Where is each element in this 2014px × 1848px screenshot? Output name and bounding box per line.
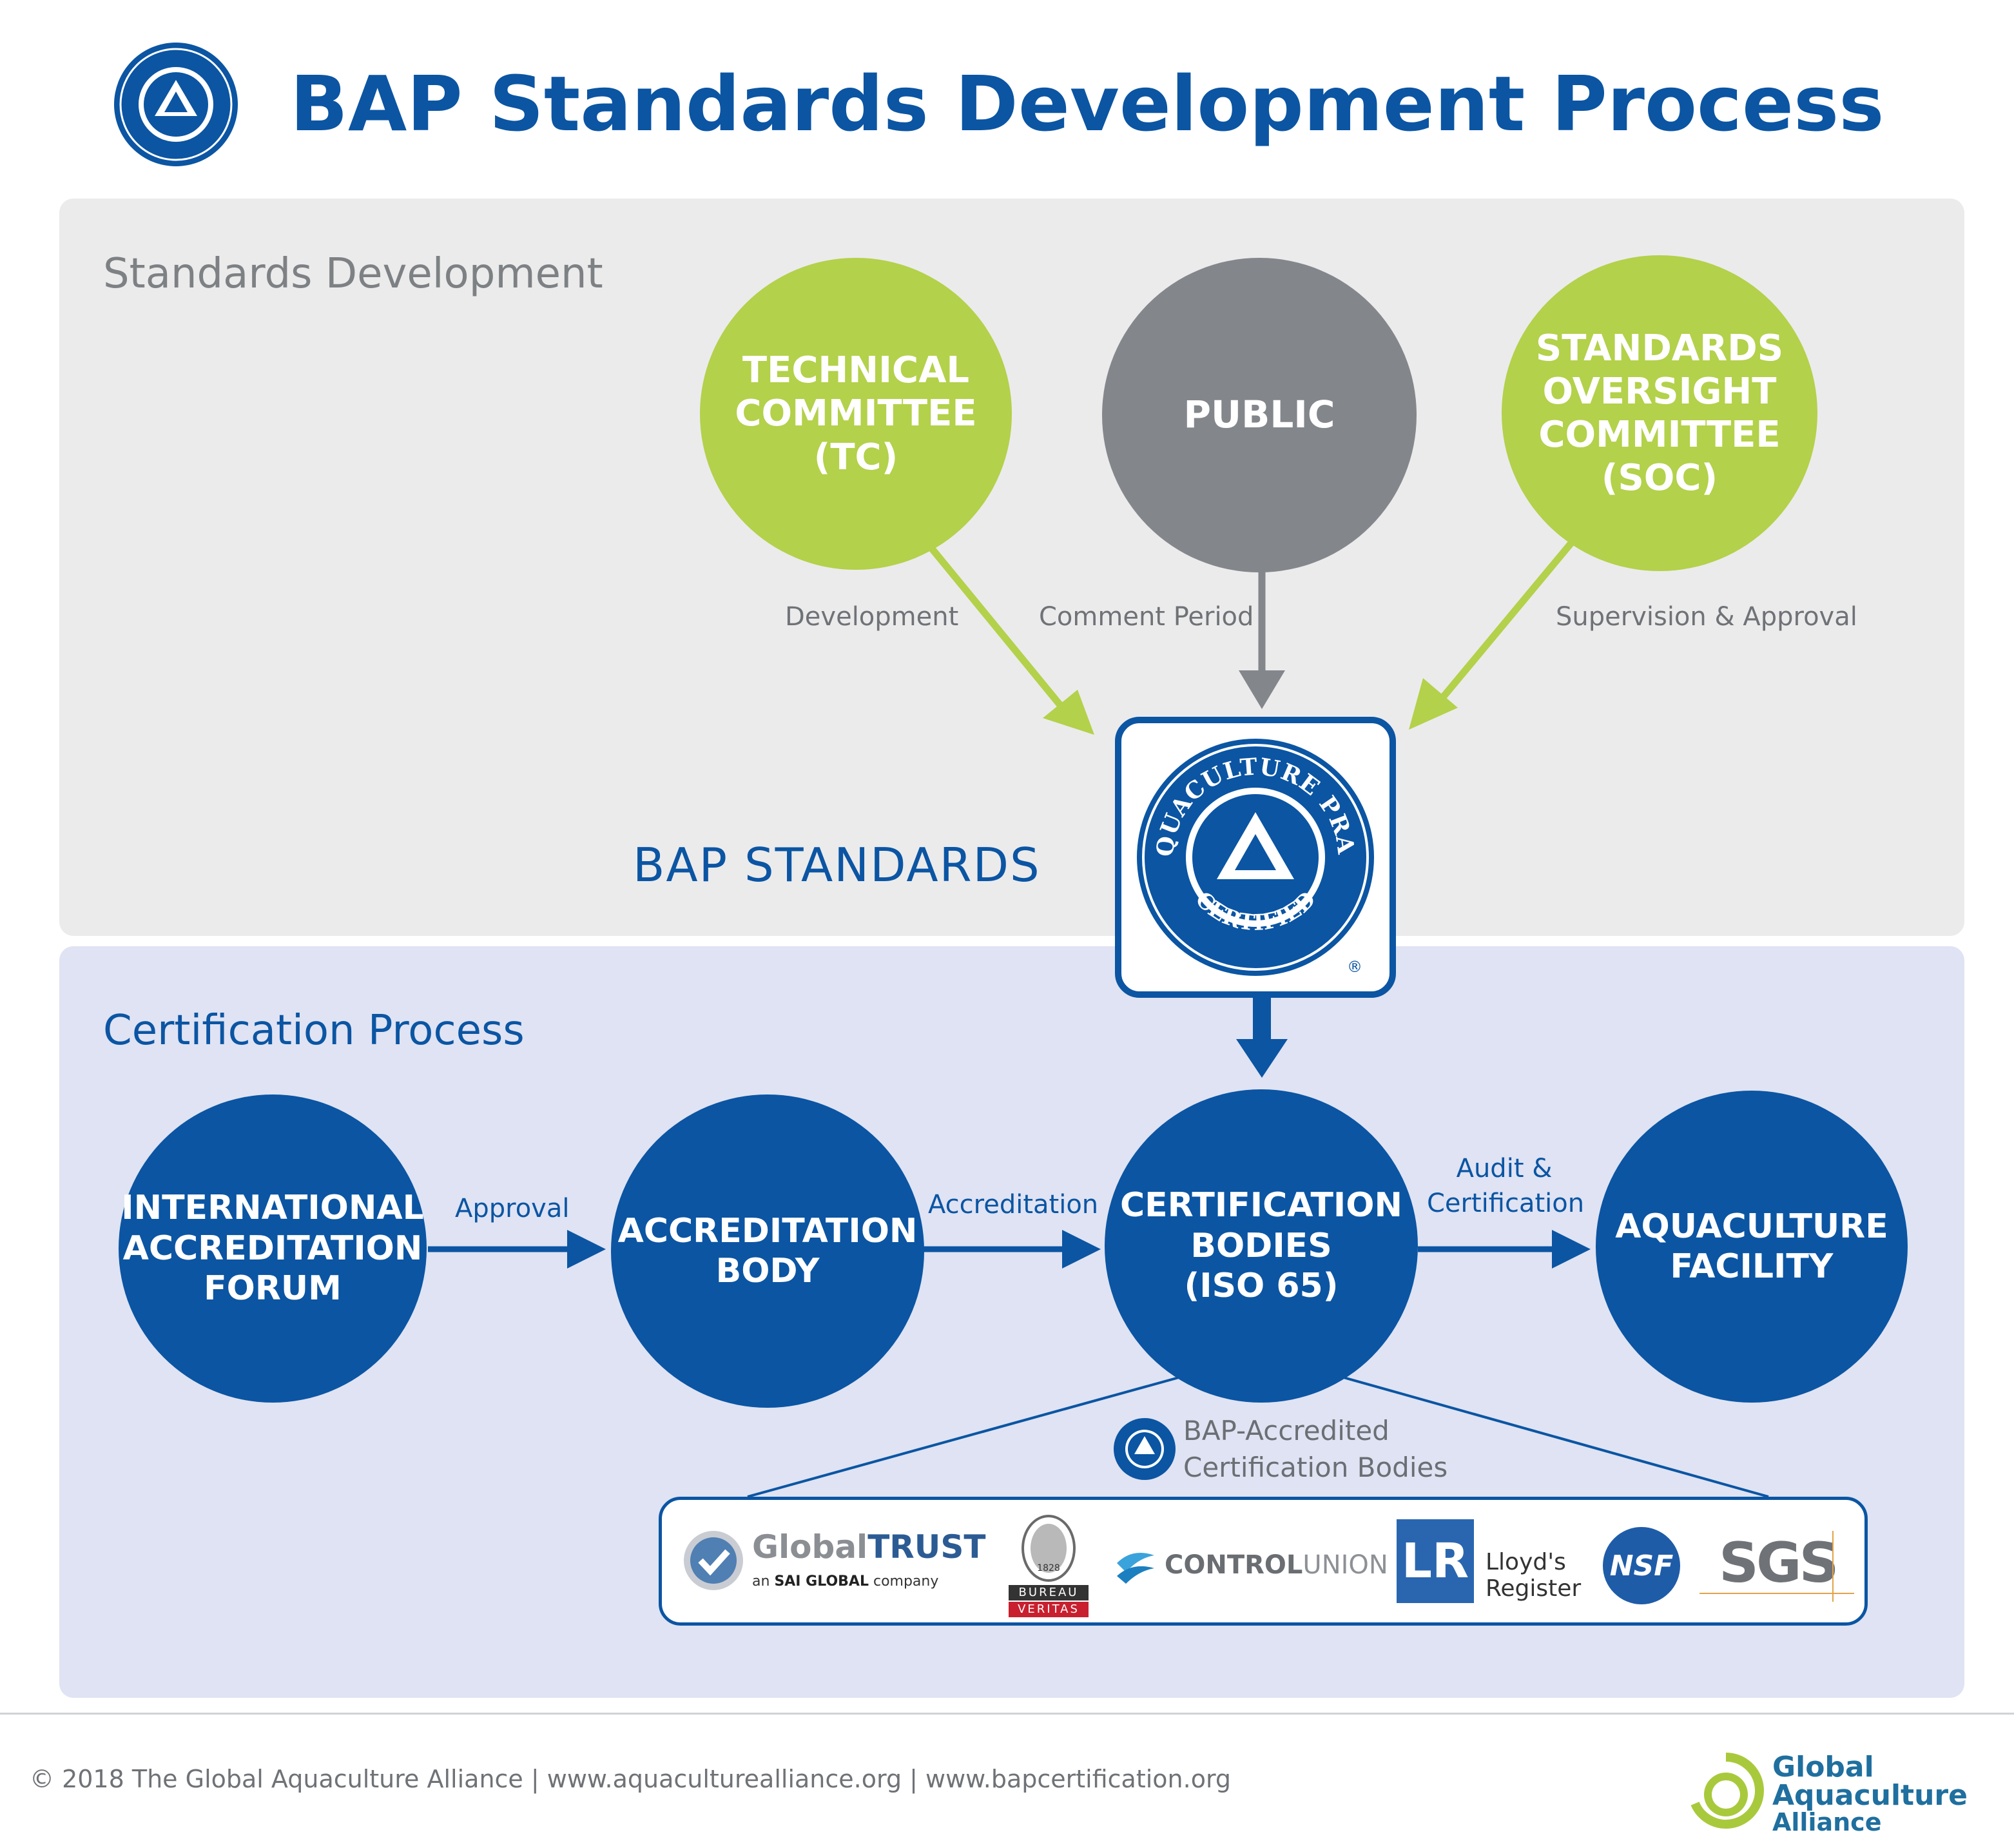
public-node: PUBLIC — [1102, 258, 1417, 572]
edge-standards-to-cb — [1236, 998, 1288, 1078]
svg-text:1828: 1828 — [1037, 1563, 1060, 1573]
bap-logo-header-icon — [114, 43, 238, 166]
standards-development-heading: Standards Development — [103, 250, 603, 298]
control-union-wave-icon — [1117, 1553, 1154, 1584]
certification-process-heading: Certification Process — [103, 1007, 525, 1055]
bap-standards-box: BEST AQUACULTURE PRACTICES CERTIFIED ® — [1115, 717, 1396, 998]
edge-development — [928, 545, 1094, 735]
bureau-veritas-emblem-icon: 1828 — [1022, 1515, 1076, 1582]
lloyds-register-logo: LR Lloyd's Register — [1397, 1519, 1581, 1616]
svg-text:®: ® — [1347, 958, 1362, 976]
bap-small-seal-icon — [1114, 1418, 1176, 1480]
edge-accreditation — [922, 1230, 1101, 1269]
aquaculture-facility-node: AQUACULTURE FACILITY — [1596, 1091, 1908, 1403]
edge-label-approval: Approval — [455, 1194, 570, 1223]
edge-label-supervision: Supervision & Approval — [1556, 602, 1857, 632]
sgs-logo: SGS — [1699, 1531, 1854, 1602]
certification-bodies-logo-strip: GlobalTRUST an SAI GLOBAL company 1828 B… — [659, 1497, 1868, 1626]
bureau-veritas-logo: 1828 BUREAU VERITAS — [1003, 1513, 1094, 1622]
edge-audit — [1418, 1230, 1591, 1269]
edge-approval — [428, 1230, 606, 1269]
fan-line-right — [1336, 1374, 1769, 1498]
globaltrust-logo: GlobalTRUST an SAI GLOBAL company — [681, 1528, 986, 1599]
page-title: BAP Standards Development Process — [290, 59, 1884, 148]
bap-certified-seal-icon: BEST AQUACULTURE PRACTICES CERTIFIED ® — [1121, 723, 1374, 976]
edge-label-comment-period: Comment Period — [1039, 602, 1254, 632]
footer-text: © 2018 The Global Aquaculture Alliance |… — [30, 1765, 1232, 1793]
nsf-logo: NSF — [1603, 1527, 1680, 1604]
accreditation-body-node: ACCREDITATION BODY — [611, 1094, 924, 1408]
edge-label-accreditation: Accreditation — [928, 1190, 1099, 1220]
edge-label-audit: Audit & Certification — [1427, 1154, 1585, 1218]
soc-node: STANDARDS OVERSIGHT COMMITTEE (SOC) — [1502, 255, 1817, 571]
edge-supervision — [1409, 539, 1576, 730]
technical-committee-node: TECHNICAL COMMITTEE (TC) — [700, 258, 1012, 570]
control-union-logo: CONTROLUNION — [1113, 1544, 1388, 1589]
footer-divider — [0, 1713, 2014, 1715]
edge-label-development: Development — [785, 602, 959, 632]
fan-line-left — [747, 1374, 1186, 1498]
iaf-node: INTERNATIONAL ACCREDITATION FORUM — [119, 1094, 427, 1403]
certification-bodies-node: CERTIFICATION BODIES (ISO 65) — [1105, 1089, 1418, 1403]
accredited-bodies-heading: BAP-Accredited Certification Bodies — [1183, 1415, 1448, 1483]
gaa-logo-icon — [1690, 1753, 1764, 1829]
bap-standards-label: BAP STANDARDS — [633, 838, 1041, 892]
gaa-wordmark: Global Aquaculture Alliance — [1772, 1751, 1968, 1836]
edge-comment-period — [1239, 567, 1285, 709]
globaltrust-check-icon — [684, 1531, 743, 1590]
